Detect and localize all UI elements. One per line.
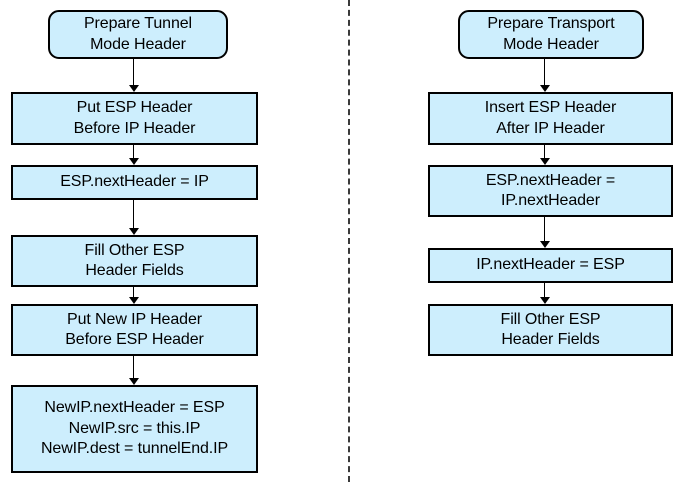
arrow-shaft (544, 145, 545, 159)
arrow-shaft (133, 59, 134, 86)
flow-node-transport-step-2: ESP.nextHeader = IP.nextHeader (428, 165, 673, 217)
arrow-shaft (544, 283, 545, 298)
flow-arrow-tunnel-arrow-3 (128, 200, 140, 235)
flow-arrow-transport-arrow-3 (539, 217, 551, 248)
arrow-head-icon (540, 158, 550, 165)
flow-arrow-transport-arrow-4 (539, 283, 551, 304)
arrow-head-icon (129, 228, 139, 235)
flow-arrow-tunnel-arrow-2 (128, 145, 140, 165)
arrow-shaft (544, 217, 545, 242)
arrow-head-icon (129, 378, 139, 385)
flow-node-tunnel-step-5: NewIP.nextHeader = ESP NewIP.src = this.… (11, 385, 258, 473)
flow-arrow-tunnel-arrow-5 (128, 356, 140, 385)
flow-node-tunnel-start: Prepare Tunnel Mode Header (48, 10, 228, 59)
arrow-head-icon (540, 297, 550, 304)
flow-node-transport-step-4: Fill Other ESP Header Fields (428, 304, 673, 356)
arrow-shaft (544, 59, 545, 86)
flow-arrow-transport-arrow-1 (539, 59, 551, 92)
arrow-shaft (133, 287, 134, 298)
flow-node-transport-start: Prepare Transport Mode Header (458, 10, 644, 59)
arrow-shaft (133, 356, 134, 379)
arrow-shaft (133, 145, 134, 159)
vertical-dashed-divider (348, 0, 350, 482)
flow-arrow-transport-arrow-2 (539, 145, 551, 165)
arrow-head-icon (129, 297, 139, 304)
flow-node-tunnel-step-3: Fill Other ESP Header Fields (11, 235, 258, 287)
flow-node-tunnel-step-2: ESP.nextHeader = IP (11, 165, 258, 200)
arrow-head-icon (129, 85, 139, 92)
arrow-shaft (133, 200, 134, 229)
flow-node-transport-step-3: IP.nextHeader = ESP (428, 248, 673, 283)
arrow-head-icon (129, 158, 139, 165)
arrow-head-icon (540, 241, 550, 248)
flow-arrow-tunnel-arrow-4 (128, 287, 140, 304)
flow-node-transport-step-1: Insert ESP Header After IP Header (428, 92, 673, 145)
flow-node-tunnel-step-1: Put ESP Header Before IP Header (11, 92, 258, 145)
flow-arrow-tunnel-arrow-1 (128, 59, 140, 92)
flow-node-tunnel-step-4: Put New IP Header Before ESP Header (11, 304, 258, 356)
arrow-head-icon (540, 85, 550, 92)
